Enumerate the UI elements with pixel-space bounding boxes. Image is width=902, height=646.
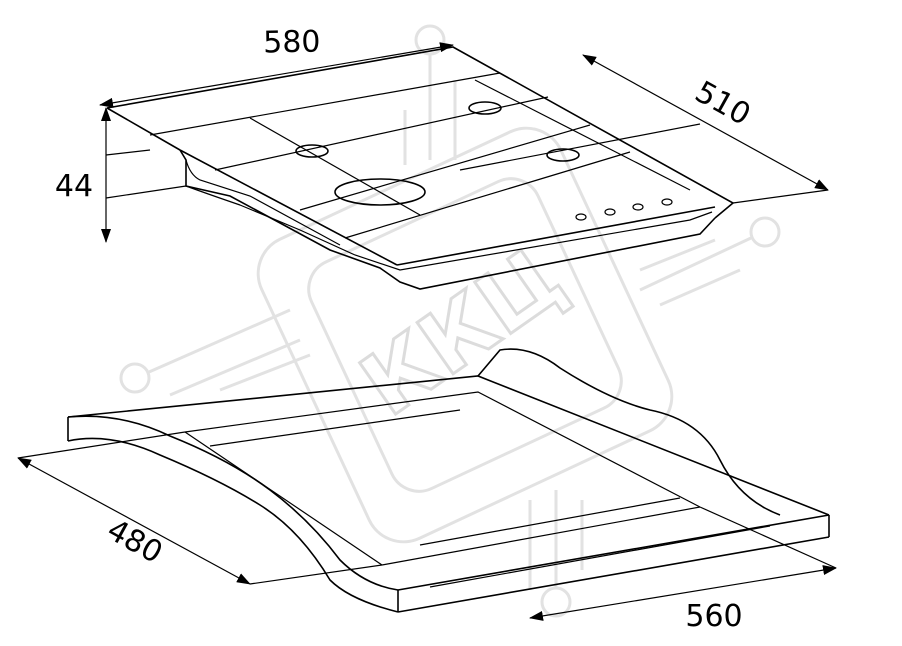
- dim-label-44: 44: [55, 169, 93, 204]
- dim-label-560: 560: [685, 599, 742, 634]
- dimension-lines: [17, 42, 837, 621]
- dim-label-480: 480: [101, 513, 168, 571]
- dim-label-580: 580: [263, 25, 321, 61]
- watermark-logo: ККЦ: [119, 24, 781, 618]
- hob-drawing: [106, 46, 735, 290]
